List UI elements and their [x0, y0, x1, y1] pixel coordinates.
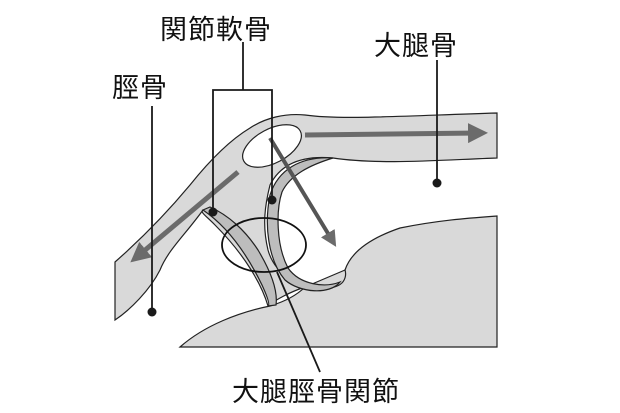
joint-highlight-circle: [221, 217, 307, 273]
cartilage-band: [266, 157, 342, 292]
cartilage-band-left: [201, 206, 277, 307]
femur-dot: [432, 178, 442, 188]
joint-leader-line: [276, 271, 321, 373]
arrow-diagonal: [268, 136, 337, 247]
cartilage-dot-right: [267, 195, 277, 205]
tibia-dot: [147, 307, 157, 317]
label-tibia: 脛骨: [112, 73, 168, 104]
label-articular-cartilage: 関節軟骨: [160, 15, 272, 46]
cartilage-dot-left: [208, 207, 218, 217]
upper-bone: [114, 112, 498, 322]
arrow-tibia: [130, 170, 240, 263]
label-femur: 大腿骨: [374, 31, 458, 62]
arrow-horizontal: [304, 123, 488, 144]
label-femorotibial-joint: 大腿脛骨関節: [232, 377, 400, 408]
